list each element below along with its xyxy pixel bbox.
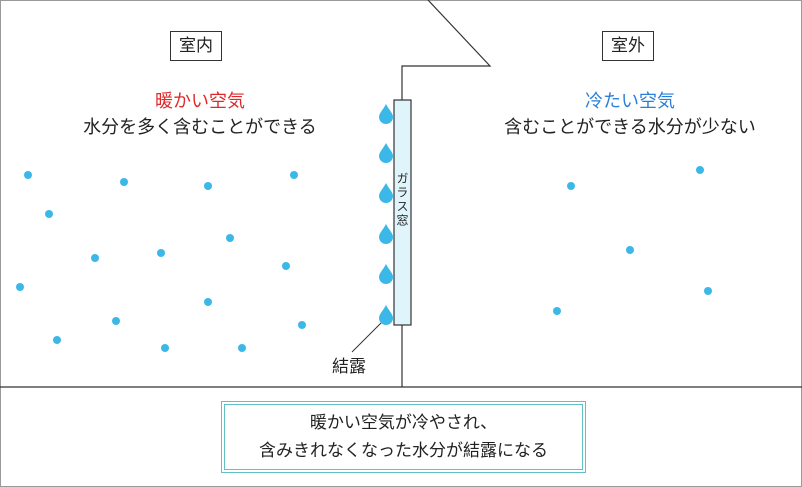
- window-droplets: [379, 104, 393, 325]
- vapor-dot: [626, 246, 634, 254]
- vapor-dot: [204, 298, 212, 306]
- outdoor-label: 室外: [602, 31, 654, 61]
- window-droplet: [379, 104, 393, 124]
- vapor-dot: [282, 262, 290, 270]
- vapor-dot: [567, 182, 575, 190]
- vapor-dot: [696, 166, 704, 174]
- outdoor-description: 含むことができる水分が少ない: [504, 117, 756, 138]
- vapor-dot: [704, 287, 712, 295]
- vapor-dot: [157, 249, 165, 257]
- indoor-heading: 暖かい空気 水分を多く含むことができる: [20, 89, 380, 141]
- cold-air-label: 冷たい空気: [585, 91, 675, 112]
- summary-line-2: 含みきれなくなった水分が結露になる: [259, 441, 548, 461]
- vapor-dot: [112, 317, 120, 325]
- glass-window: [393, 99, 412, 326]
- vapor-dot: [91, 254, 99, 262]
- vapor-dot: [120, 178, 128, 186]
- indoor-label: 室内: [170, 31, 222, 61]
- window-droplet: [379, 224, 393, 244]
- glass-window-label: ガラス窓: [395, 172, 409, 228]
- summary-box: 暖かい空気が冷やされ、 含みきれなくなった水分が結露になる: [221, 401, 586, 473]
- wall-upper-roof: [401, 0, 492, 100]
- indoor-description: 水分を多く含むことができる: [83, 117, 317, 138]
- warm-air-label: 暖かい空気: [155, 91, 245, 112]
- vapor-dot: [238, 344, 246, 352]
- outdoor-vapor: [553, 166, 712, 315]
- vapor-dot: [298, 321, 306, 329]
- window-droplet: [379, 143, 393, 163]
- outdoor-heading: 冷たい空気 含むことができる水分が少ない: [450, 89, 802, 141]
- vapor-dot: [161, 344, 169, 352]
- vapor-dot: [290, 171, 298, 179]
- vapor-dot: [45, 210, 53, 218]
- indoor-vapor: [16, 171, 306, 352]
- vapor-dot: [226, 234, 234, 242]
- vapor-dot: [553, 307, 561, 315]
- vapor-dot: [24, 171, 32, 179]
- vapor-dot: [204, 182, 212, 190]
- condensation-label: 結露: [332, 357, 366, 377]
- window-droplet: [379, 183, 393, 203]
- summary-line-1: 暖かい空気が冷やされ、: [309, 413, 498, 433]
- vapor-dot: [53, 336, 61, 344]
- vapor-dot: [16, 283, 24, 291]
- window-droplet: [379, 305, 393, 325]
- condensation-leader: [351, 322, 382, 353]
- window-droplet: [379, 264, 393, 284]
